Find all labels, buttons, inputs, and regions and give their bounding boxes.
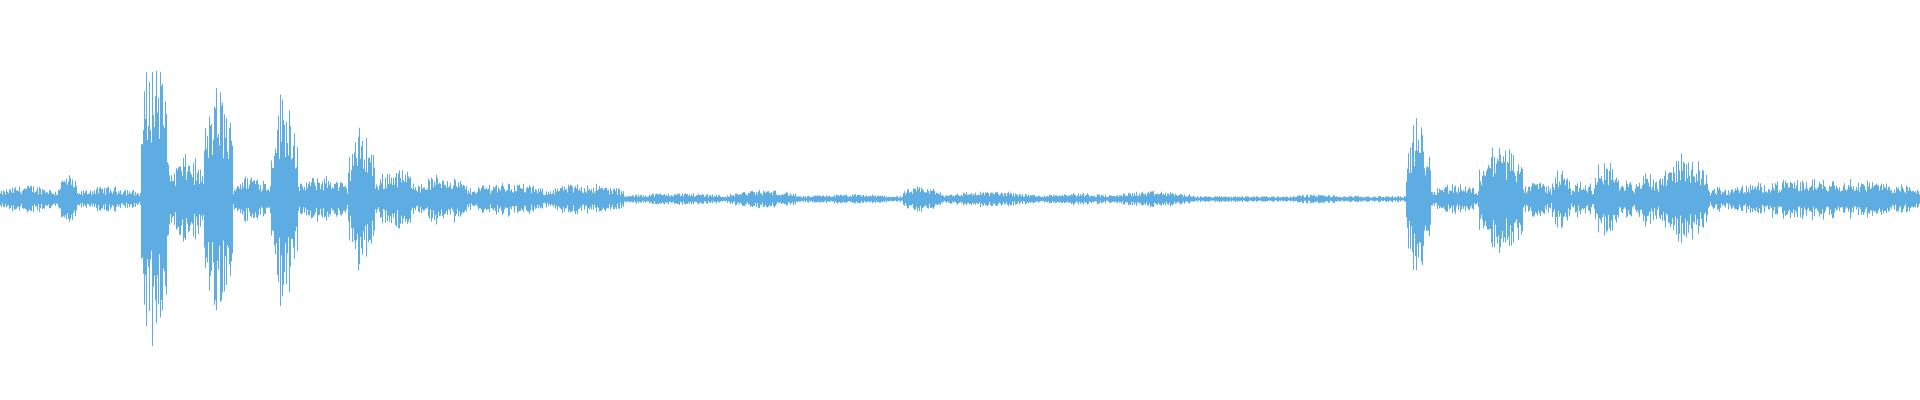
waveform-bars — [0, 71, 1920, 346]
